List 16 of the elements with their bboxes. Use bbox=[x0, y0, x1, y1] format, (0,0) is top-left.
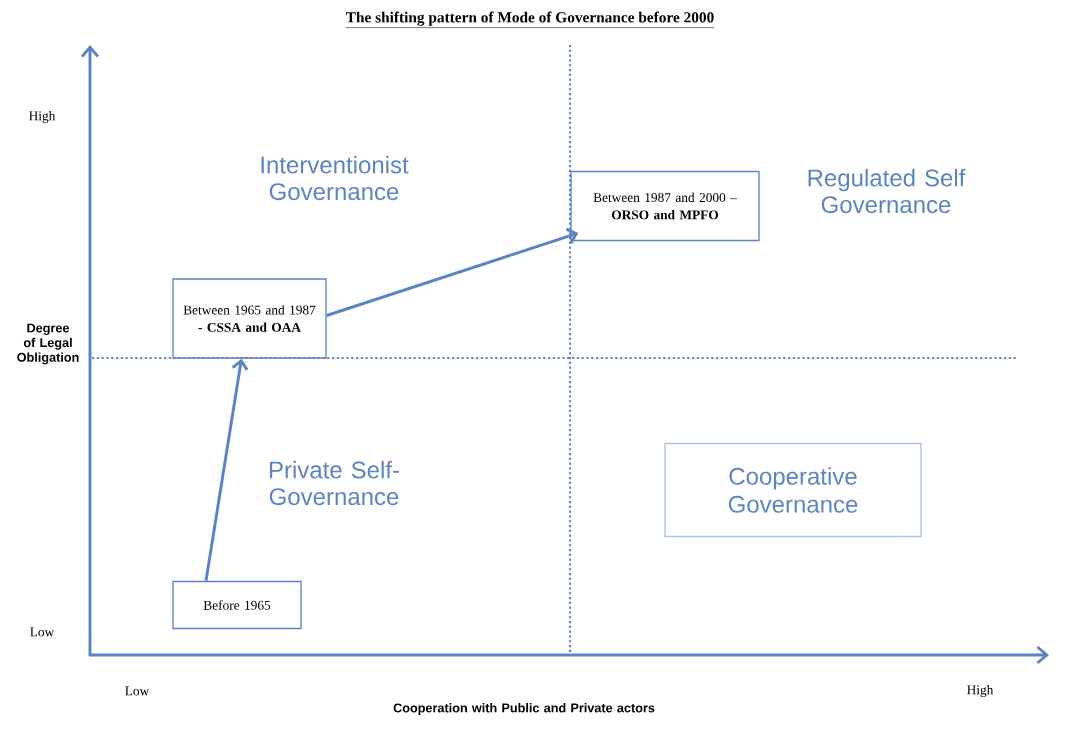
axis-tick-label: High bbox=[29, 110, 56, 124]
arrow bbox=[326, 227, 579, 317]
axis-title: Cooperation with Public and Private actors bbox=[393, 703, 655, 715]
axis-title: Degree of Legal Obligation bbox=[17, 323, 79, 365]
title: The shifting pattern of Mode of Governance before 2000 bbox=[345, 11, 715, 28]
period-box: Between 1965 and 1987 - CSSA and OAA bbox=[172, 278, 327, 359]
axis-tick-label: High bbox=[967, 684, 994, 698]
period-box: Between 1987 and 2000 – ORSO and MPFO bbox=[570, 170, 760, 242]
axis-tick-label: Low bbox=[125, 686, 150, 696]
axis-tick-label: Low bbox=[30, 627, 55, 637]
quadrant-label: Regulated Self Governance bbox=[808, 168, 966, 214]
arrow bbox=[204, 358, 249, 582]
quadrant-box: Cooperative Governance bbox=[664, 442, 922, 538]
quadrant-label: Private Self-Governance bbox=[269, 460, 399, 506]
period-box: Before 1965 bbox=[172, 580, 302, 630]
quadrant-label: Interventionist Governance bbox=[261, 155, 409, 201]
